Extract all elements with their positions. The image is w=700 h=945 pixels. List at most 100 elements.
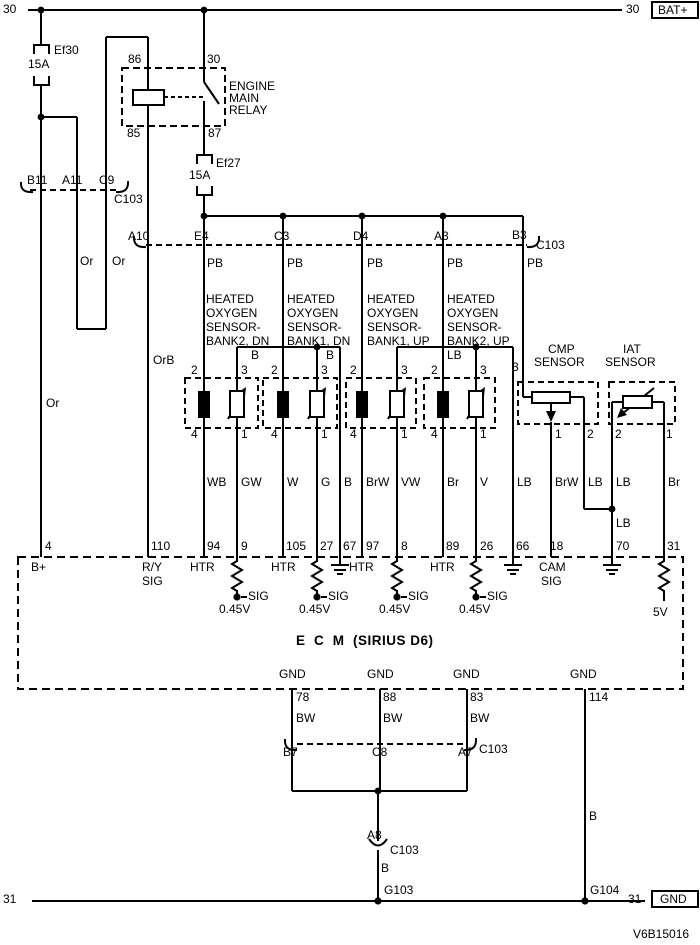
fuse-ef30-branch [33, 10, 50, 557]
iat-title-2: SENSOR [605, 355, 656, 369]
ground-g103: G103 [384, 883, 414, 897]
ecm-resistor-9 [230, 557, 244, 594]
sensor2-title-4: BANK1, DN [287, 334, 351, 348]
wire-color-lb-66: LB [517, 475, 532, 489]
sensor2-pin-3: 3 [321, 363, 328, 377]
gnd-terminal-box [651, 890, 699, 908]
wire-color-w: W [287, 475, 299, 489]
sensor4-pin-3: 3 [480, 363, 487, 377]
wire-color-brw-18: BrW [555, 475, 579, 489]
ground-g104: G104 [590, 883, 620, 897]
conn-pin-e4: E4 [194, 229, 209, 243]
a11-c9-relay-coil-path [41, 36, 149, 557]
wire-segments [28, 9, 665, 902]
conn-c103-mid: C103 [536, 238, 565, 252]
ecm-int-ry-sig: SIG [142, 574, 163, 588]
ecm-int-htr-94: HTR [190, 560, 215, 574]
iat-arrowhead [617, 408, 627, 418]
iat-pin-1: 1 [666, 427, 673, 441]
diagram-number: V6B15016 [633, 927, 690, 941]
ecm-int-5v: 5V [653, 605, 668, 619]
wire-color-br-89: Br [447, 475, 459, 489]
ecm-pin-8: 8 [401, 539, 408, 553]
component-bodies [132, 1, 699, 908]
sensor3-title-1: HEATED [367, 292, 415, 306]
relay-box [121, 67, 226, 127]
iat-sensor-wires [611, 401, 665, 557]
wire-color-lb-iat2: LB [616, 475, 631, 489]
sensor2-title-2: OXYGEN [287, 306, 339, 320]
wire-color-b-g103: B [381, 861, 390, 875]
bat-box-label: BAT+ [658, 3, 688, 17]
sensor1-sense-element [229, 390, 245, 418]
ecm-gnd-83: GND [453, 667, 480, 681]
sensor3-pin-4: 4 [350, 427, 357, 441]
ecm-int-sig-27: SIG [328, 589, 349, 603]
conn-pin-a10: A10 [128, 229, 150, 243]
ecm-ground-66 [504, 557, 522, 575]
wire-color-pb-5: PB [527, 256, 544, 270]
ecm-pin-9: 9 [241, 539, 248, 553]
sensor2-box [262, 377, 338, 429]
ecm-box [17, 556, 684, 690]
sensor4-title-4: BANK2, UP [447, 334, 510, 348]
cmp-pin-1: 1 [555, 427, 562, 441]
fuse-ef30-rating: 15A [28, 57, 50, 71]
conn-pin-d4: D4 [353, 229, 369, 243]
ecm-pin-31: 31 [667, 539, 681, 553]
wire-color-br-31: Br [668, 475, 680, 489]
sensor-signal-bracket-2 [396, 346, 514, 557]
ecm-int-045v-9: 0.45V [219, 602, 251, 616]
sensor3-box [345, 377, 417, 429]
sensor3-sense-element [389, 390, 405, 418]
relay-coil-body [132, 89, 165, 106]
relay-name-line2: MAIN [229, 91, 259, 105]
fuse-ef27-rating: 15A [189, 168, 211, 182]
ecm-pin-4: 4 [45, 539, 52, 553]
sensor2-pin-4: 4 [271, 427, 278, 441]
ecm-int-ry: R/Y [142, 560, 163, 574]
iat-pin-2: 2 [615, 427, 622, 441]
relay-pin-87: 87 [208, 126, 222, 140]
wire-color-wb: WB [207, 475, 227, 489]
ecm-ground-67 [331, 557, 349, 575]
bat-terminal-box [651, 1, 699, 19]
conn-pin-b3: B3 [512, 228, 527, 242]
rail-31-right: 31 [628, 892, 642, 906]
ecm-resistor-27 [310, 557, 324, 594]
wire-color-pb-3: PB [367, 256, 384, 270]
wire-color-v: V [480, 475, 489, 489]
sensor1-title-4: BANK2, DN [206, 334, 270, 348]
conn-pin-a8: A8 [367, 828, 382, 842]
ecm-resistor-31 [657, 557, 671, 601]
ecm-pin-78: 78 [296, 690, 310, 704]
wire-color-bw-83: BW [470, 711, 490, 725]
relay-switch-ef27-path [196, 10, 213, 216]
sensor2-pin-2: 2 [271, 363, 278, 377]
ecm-gnd-114: GND [570, 667, 597, 681]
wire-color-brw-97: BrW [366, 475, 390, 489]
ecm-int-sig-8: SIG [408, 589, 429, 603]
sensor1-title-2: OXYGEN [206, 306, 258, 320]
sensor1-box [184, 377, 259, 429]
ecm-int-sig-9: SIG [248, 589, 269, 603]
cmp-pin-3: 3 [512, 360, 519, 374]
conn-c103-bot: C103 [479, 742, 508, 756]
wire-color-bw-78: BW [296, 711, 316, 725]
ecm-gnd-78: GND [279, 667, 306, 681]
sensor2-pin-1: 1 [321, 427, 328, 441]
wire-color-pb-2: PB [287, 256, 304, 270]
ecm-int-045v-26: 0.45V [459, 602, 491, 616]
gnd-box-label: GND [660, 892, 687, 906]
wire-color-pb-4: PB [447, 256, 464, 270]
ecm-internal-symbols [230, 557, 671, 601]
sensor4-box [423, 377, 496, 429]
relay-pin-86: 86 [128, 52, 142, 66]
ecm-int-htr-89: HTR [430, 560, 455, 574]
sensor3-title-3: SENSOR- [367, 320, 422, 334]
sensor1-heater-element [198, 391, 210, 418]
ecm-gnd-88: GND [367, 667, 394, 681]
sensor1-title-3: SENSOR- [206, 320, 261, 334]
